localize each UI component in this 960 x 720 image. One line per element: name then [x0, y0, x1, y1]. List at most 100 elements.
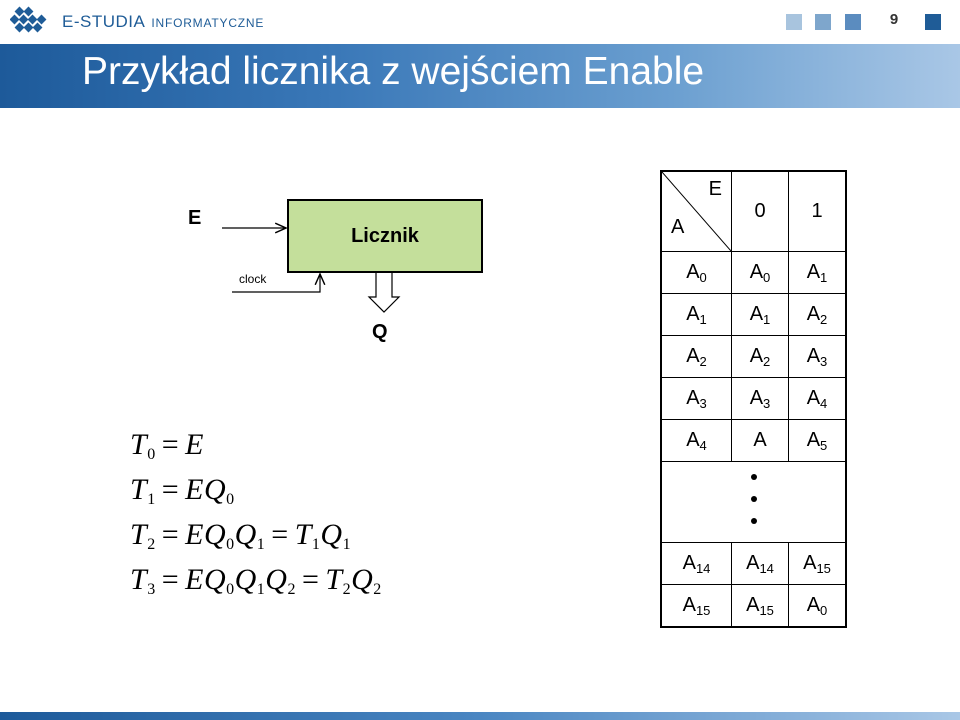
- eq-term: Q2: [351, 563, 382, 598]
- table-cell: A2: [660, 335, 732, 378]
- enable-input-label: E: [188, 207, 201, 229]
- cell-subscript: 0: [763, 269, 771, 285]
- eq-subscript: 2: [373, 581, 382, 598]
- table-cell: A2: [731, 335, 789, 378]
- cell-subscript: 3: [820, 353, 828, 369]
- eq-term: T1: [294, 518, 321, 553]
- table-cell: A15: [788, 542, 847, 585]
- eq-term: Q1: [234, 563, 266, 598]
- eq-term: Q0: [203, 563, 235, 598]
- table-cell: A1: [731, 293, 789, 336]
- clock-input-arrow: [232, 274, 320, 293]
- ellipsis-cell: [660, 461, 847, 543]
- vertical-ellipsis-icon: [750, 474, 757, 524]
- cell-subscript: 15: [816, 560, 831, 576]
- cell-subscript: 14: [759, 560, 774, 576]
- eq-term: T1: [130, 473, 156, 508]
- cell-subscript: 1: [699, 311, 707, 327]
- cell-subscript: 0: [699, 269, 707, 285]
- bottom-bar: [0, 712, 960, 720]
- output-label: Q: [372, 321, 388, 343]
- counter-block: [287, 199, 483, 273]
- cell-subscript: 1: [820, 269, 828, 285]
- brand-sub: INFORMATYCZNE: [151, 16, 265, 30]
- table-cell: A4: [660, 419, 732, 462]
- equation-2: T2=EQ0Q1=T1Q1: [130, 518, 351, 554]
- table-cell: A3: [788, 335, 847, 378]
- table-cell: A15: [731, 584, 789, 628]
- brand-name: E-STUDIA INFORMATYCZNE: [62, 12, 264, 32]
- header-square-1: [786, 14, 802, 30]
- eq-subscript: 1: [311, 536, 321, 553]
- cell-subscript: 15: [695, 602, 711, 618]
- output-arrow: [367, 273, 401, 313]
- eq-term: T3: [130, 563, 156, 598]
- slide-title: Przykład licznika z wejściem Enable: [82, 50, 705, 93]
- table-cell: A: [731, 419, 789, 462]
- cell-subscript: 14: [695, 560, 711, 576]
- eq-term: Q2: [265, 563, 296, 598]
- equation-3: T3=EQ0Q1Q2=T2Q2: [130, 563, 382, 599]
- eq-term: Q0: [203, 518, 235, 553]
- eq-term: Q1: [320, 518, 352, 553]
- table-cell: A3: [660, 377, 732, 420]
- eq-term: Q0: [203, 473, 235, 508]
- corner-diagonal: [662, 172, 731, 251]
- table-cell: A4: [788, 377, 847, 420]
- page-number: 9: [889, 11, 899, 28]
- counter-block-label: Licznik: [351, 225, 420, 247]
- table-cell: A0: [660, 251, 732, 294]
- eq-subscript: 2: [342, 581, 352, 598]
- eq-subscript: 0: [147, 446, 156, 463]
- cell-subscript: 0: [820, 602, 828, 618]
- table-cell: A14: [731, 542, 789, 585]
- eq-term: T0: [130, 428, 156, 463]
- eq-term: E: [185, 518, 204, 551]
- cell-subscript: 3: [699, 395, 707, 411]
- brand-main: E-STUDIA: [62, 12, 146, 31]
- eq-term: E: [185, 473, 204, 506]
- eq-subscript: 1: [256, 536, 266, 553]
- eq-term: T2: [130, 518, 156, 553]
- eq-equals: =: [271, 518, 289, 551]
- cell-subscript: 4: [820, 395, 828, 411]
- eq-subscript: 1: [342, 536, 352, 553]
- cell-subscript: 2: [763, 353, 771, 369]
- eq-equals: =: [301, 563, 320, 596]
- eq-equals: =: [161, 473, 180, 506]
- cell-subscript: 2: [699, 353, 707, 369]
- table-cell: A15: [660, 584, 732, 628]
- table-cell: A2: [788, 293, 847, 336]
- table-cell: A3: [731, 377, 789, 420]
- table-header-row: E A 0 1: [660, 170, 847, 252]
- table-header-1: 1: [788, 170, 847, 252]
- table-cell: A0: [731, 251, 789, 294]
- eq-term: E: [185, 563, 204, 596]
- eq-subscript: 0: [226, 491, 235, 508]
- eq-equals: =: [161, 563, 180, 596]
- table-ellipsis-row: [660, 461, 847, 543]
- title-bar: [0, 44, 960, 108]
- eq-equals: =: [161, 518, 180, 551]
- eq-subscript: 3: [147, 581, 156, 598]
- equation-1: T1=EQ0: [130, 473, 235, 509]
- counter-block-diagram: Licznik E clock Q: [188, 199, 483, 343]
- clock-label: clock: [239, 272, 267, 286]
- eq-term: Q1: [234, 518, 266, 553]
- table-cell: A0: [788, 584, 847, 628]
- eq-subscript: 1: [147, 491, 156, 508]
- cell-subscript: 3: [763, 395, 771, 411]
- eq-subscript: 0: [226, 581, 235, 598]
- e-studia-logo-icon: [10, 6, 47, 33]
- eq-subscript: 0: [226, 536, 235, 553]
- table-cell: A14: [660, 542, 732, 585]
- table-header-0: 0: [731, 170, 789, 252]
